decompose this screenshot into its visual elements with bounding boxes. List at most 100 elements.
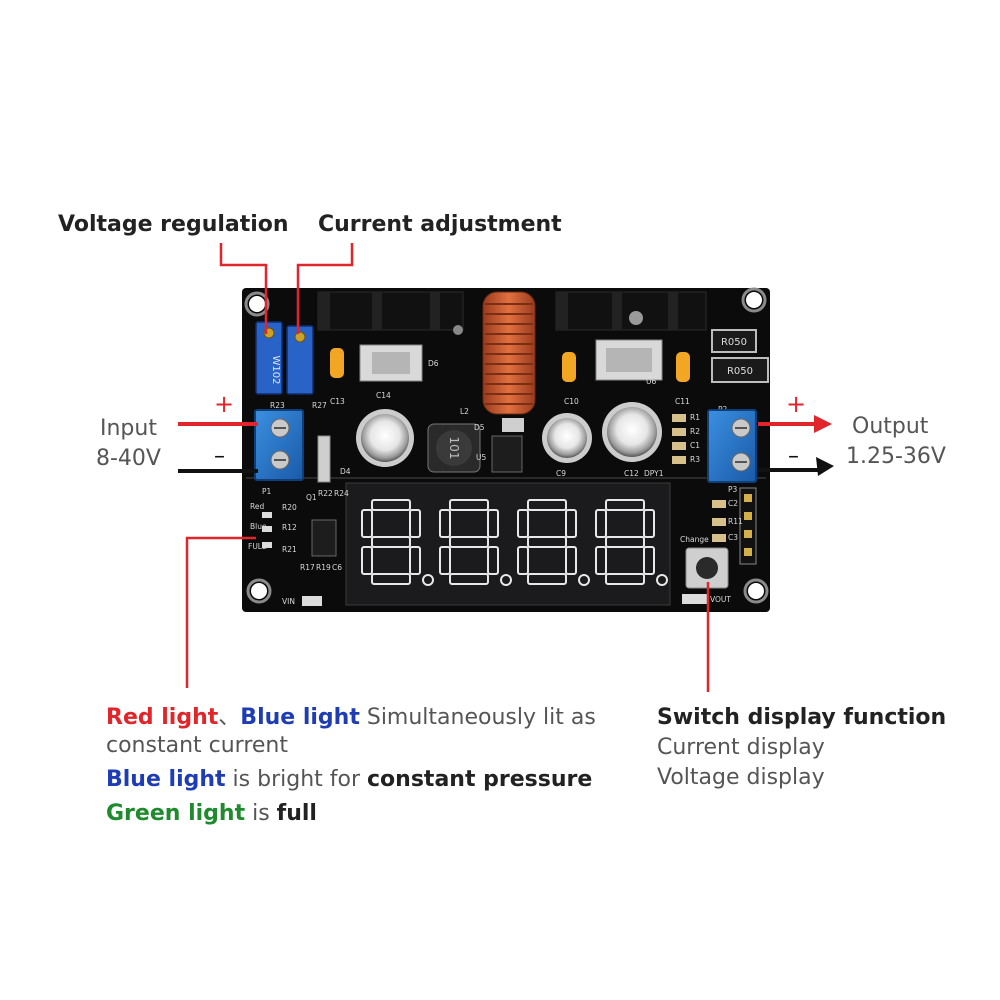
svg-text:VOUT: VOUT: [710, 595, 731, 604]
svg-text:R1: R1: [690, 413, 700, 422]
segment-3-0: [527, 499, 567, 511]
smd-parts-right: [672, 414, 726, 542]
svg-text:U6: U6: [646, 377, 656, 386]
tantalum-caps: [330, 348, 690, 382]
svg-text:C14: C14: [376, 391, 391, 400]
svg-text:C12: C12: [624, 469, 639, 478]
segment-1-1: [409, 509, 421, 538]
seven-segment-display: [345, 482, 671, 606]
segment-1-5: [361, 509, 373, 538]
svg-text:P1: P1: [262, 487, 272, 496]
decimal-point-2: [500, 574, 512, 586]
current-potentiometer: [286, 325, 314, 395]
segment-2-2: [487, 546, 499, 575]
decimal-point-1: [422, 574, 434, 586]
pot-mark: W102: [270, 356, 281, 385]
input-terminal: [254, 409, 304, 481]
switch-caption-line-1: Current display: [657, 735, 825, 760]
toroid-inductor: [482, 291, 536, 415]
callout-lines: [185, 243, 710, 692]
segment-1-0: [371, 499, 411, 511]
segment-1-6: [371, 536, 411, 548]
svg-text:R24: R24: [334, 489, 349, 498]
svg-text:C3: C3: [728, 533, 738, 542]
svg-text:101: 101: [447, 437, 461, 460]
segment-1-3: [371, 573, 411, 585]
segment-4-0: [605, 499, 645, 511]
decimal-point-4: [656, 574, 668, 586]
svg-text:R19: R19: [316, 563, 331, 572]
svg-text:D5: D5: [474, 423, 485, 432]
input-minus-sign: –: [214, 444, 225, 469]
svg-text:C10: C10: [564, 397, 579, 406]
mounting-holes: [244, 287, 769, 604]
voltage-regulation-label: Voltage regulation: [58, 212, 289, 237]
indicator-caption: Red light、Blue light Simultaneously lit …: [106, 704, 626, 828]
output-plus-sign: +: [786, 390, 807, 418]
input-title: Input: [100, 416, 157, 441]
output-title: Output: [852, 414, 929, 439]
small-ics: [311, 418, 524, 557]
segment-4-5: [595, 509, 607, 538]
svg-text:DPY1: DPY1: [644, 469, 664, 478]
svg-text:R3: R3: [690, 455, 700, 464]
caption-line-3: Blue light is bright for constant pressu…: [106, 767, 593, 792]
svg-text:R17: R17: [300, 563, 315, 572]
segment-2-6: [449, 536, 489, 548]
svg-text:R23: R23: [270, 401, 285, 410]
segment-2-1: [487, 509, 499, 538]
svg-text:R12: R12: [282, 523, 297, 532]
segment-3-3: [527, 573, 567, 585]
electrolytic-caps: [356, 402, 662, 467]
svg-text:R27: R27: [312, 401, 327, 410]
segment-2-4: [439, 546, 451, 575]
svg-text:VIN: VIN: [282, 597, 295, 606]
current-adjustment-label: Current adjustment: [318, 212, 562, 237]
svg-text:R21: R21: [282, 545, 297, 554]
segment-3-2: [565, 546, 577, 575]
status-leds: [262, 512, 708, 606]
svg-text:R20: R20: [282, 503, 297, 512]
segment-4-4: [595, 546, 607, 575]
svg-text:R050: R050: [721, 337, 747, 348]
segment-1-4: [361, 546, 373, 575]
output-range: 1.25-36V: [846, 444, 946, 469]
segment-3-1: [565, 509, 577, 538]
switch-caption-line-2: Voltage display: [657, 765, 825, 790]
switch-caption-title: Switch display function: [657, 705, 947, 730]
decimal-point-3: [578, 574, 590, 586]
caption-line-1: Red light、Blue light Simultaneously lit …: [106, 705, 596, 730]
segment-3-5: [517, 509, 529, 538]
svg-text:D4: D4: [340, 467, 351, 476]
svg-text:Q1: Q1: [306, 493, 317, 502]
heatsink-right: [555, 291, 707, 381]
segment-3-4: [517, 546, 529, 575]
segment-4-1: [643, 509, 655, 538]
smd-inductor: 101: [427, 423, 481, 473]
input-plus-sign: +: [214, 390, 235, 418]
svg-text:C9: C9: [556, 469, 566, 478]
segment-2-0: [449, 499, 489, 511]
svg-text:R2: R2: [690, 427, 700, 436]
output-arrows: [758, 415, 834, 476]
pin-header: [739, 487, 757, 565]
segment-4-6: [605, 536, 645, 548]
svg-text:C11: C11: [675, 397, 690, 406]
input-arrows: [178, 422, 258, 473]
output-minus-sign: –: [788, 444, 799, 469]
segment-4-2: [643, 546, 655, 575]
svg-text:U5: U5: [476, 453, 486, 462]
svg-text:L2: L2: [460, 407, 469, 416]
svg-text:Change: Change: [680, 535, 709, 544]
svg-text:Blue: Blue: [250, 522, 267, 531]
svg-text:P3: P3: [728, 485, 738, 494]
segment-1-2: [409, 546, 421, 575]
svg-text:Red: Red: [250, 502, 264, 511]
caption-line-2: constant current: [106, 733, 288, 758]
svg-text:C13: C13: [330, 397, 345, 406]
shunt-resistors: R050 R050: [711, 329, 769, 383]
tactile-switch: [685, 547, 729, 589]
svg-text:C1: C1: [690, 441, 700, 450]
